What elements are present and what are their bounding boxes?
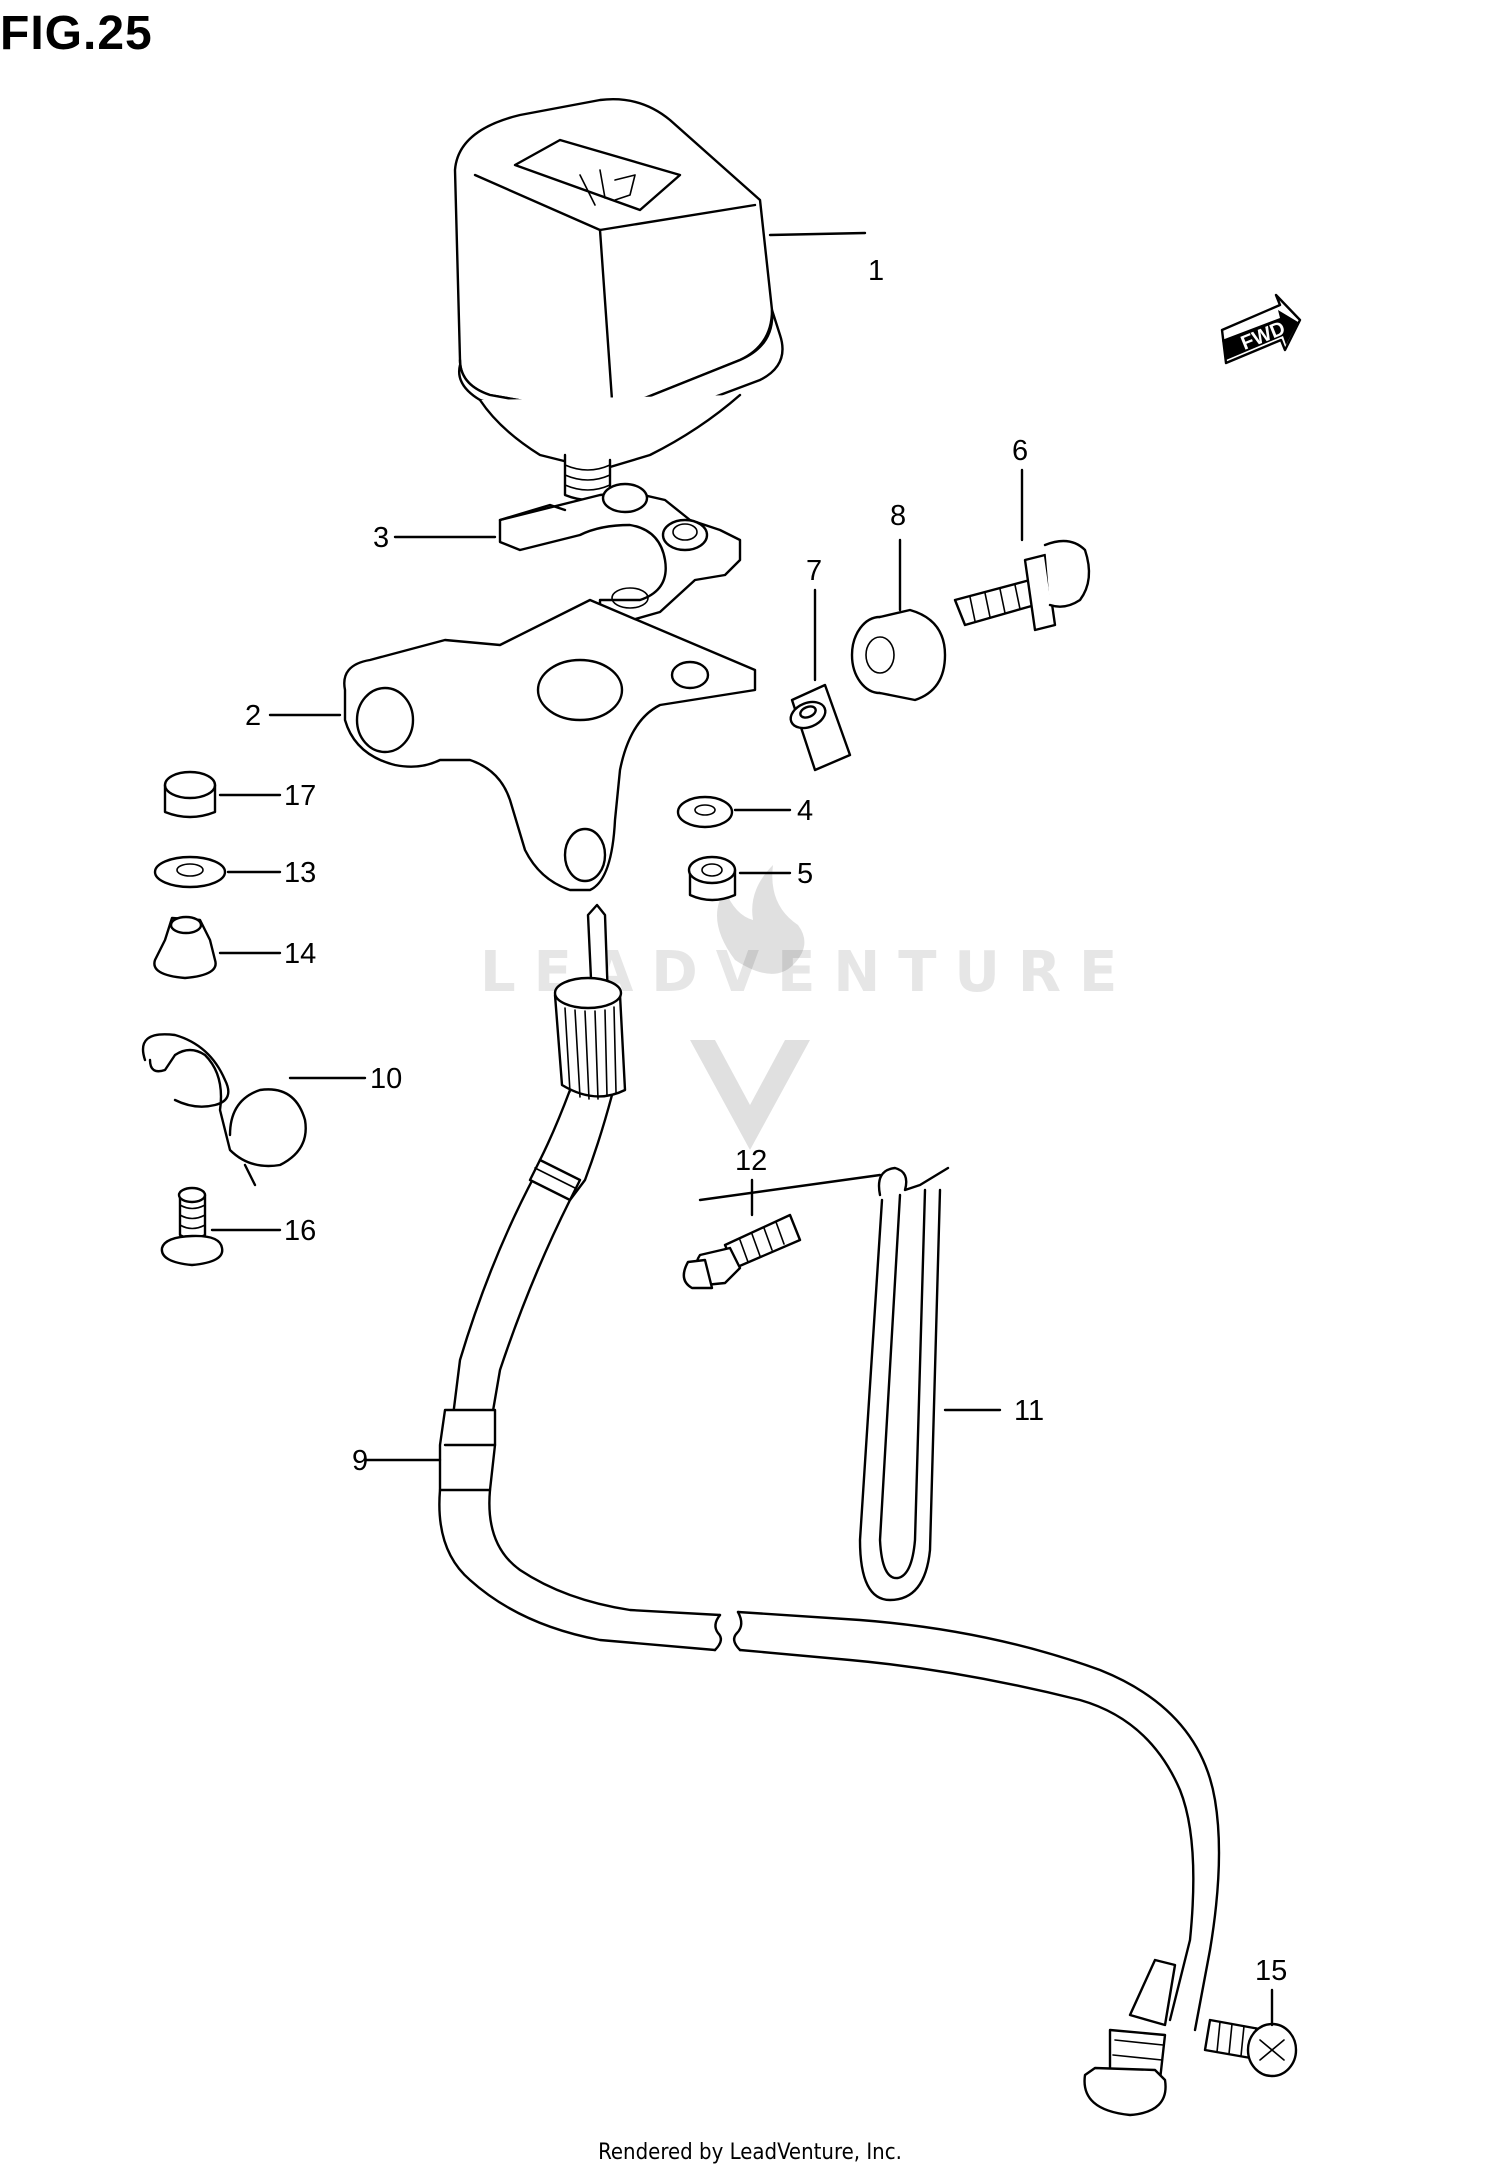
cable-part-9 — [363, 903, 1221, 2117]
washer-part-4 — [676, 795, 792, 829]
bracket-part-2 — [268, 587, 757, 892]
callout-5: 5 — [797, 858, 813, 890]
bolt-part-6 — [953, 468, 1091, 632]
screw-part-16 — [160, 1186, 282, 1267]
callout-14: 14 — [284, 938, 316, 970]
callout-10: 10 — [370, 1063, 402, 1095]
washer-part-13 — [153, 855, 282, 889]
callout-13: 13 — [284, 857, 316, 889]
callout-4: 4 — [797, 795, 813, 827]
footer-credit: Rendered by LeadVenture, Inc. — [598, 2140, 902, 2165]
plate-part-3 — [393, 482, 742, 624]
callout-6: 6 — [1012, 435, 1028, 467]
spring-clip-part-10 — [141, 1033, 367, 1187]
callout-9: 9 — [352, 1445, 368, 1477]
figure-title: FIG.25 — [0, 7, 153, 60]
fwd-label: FWD — [1238, 317, 1288, 354]
wire-clamp-part-11 — [698, 1166, 1002, 1602]
callout-15: 15 — [1255, 1955, 1287, 1987]
flange-nut-part-14 — [153, 915, 282, 980]
watermark-logo — [690, 865, 810, 1150]
nut-part-17 — [163, 770, 282, 819]
fwd-arrow-icon: FWD — [1220, 293, 1302, 365]
callout-8: 8 — [890, 500, 906, 532]
callout-11: 11 — [1014, 1395, 1044, 1427]
grommet-part-8 — [850, 538, 947, 702]
callout-3: 3 — [373, 522, 389, 554]
nut-part-5 — [687, 855, 792, 902]
callout-17: 17 — [284, 780, 316, 812]
callout-16: 16 — [284, 1215, 316, 1247]
callout-2: 2 — [245, 700, 261, 732]
callout-1: 1 — [868, 255, 884, 287]
bolt-part-12 — [682, 1178, 802, 1290]
screw-part-15 — [1203, 1988, 1298, 2078]
collar-part-7 — [789, 588, 852, 772]
relay-box-part-1 — [453, 98, 867, 502]
callout-12: 12 — [735, 1145, 767, 1177]
callout-7: 7 — [806, 555, 822, 587]
